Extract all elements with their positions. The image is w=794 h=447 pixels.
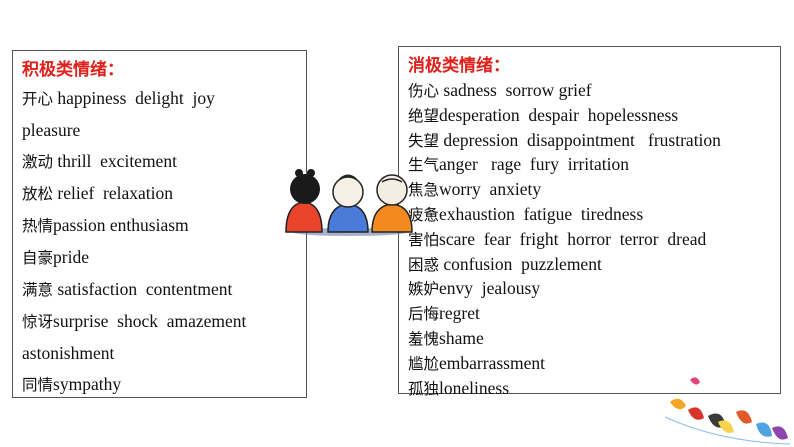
negative-emotion-line: 嫉妒envy jealousy: [408, 277, 780, 302]
negative-emotion-line: 害怕scare fear fright horror terror dread: [408, 228, 780, 253]
english-terms: loneliness: [439, 377, 510, 398]
chinese-term: 开心: [22, 90, 54, 108]
english-terms: confusion puzzlement: [439, 253, 602, 274]
positive-emotion-line: 自豪pride: [22, 242, 306, 274]
english-terms: shame: [439, 327, 484, 348]
chinese-term: 伤心: [408, 82, 440, 100]
english-terms: passion enthusiasm: [53, 215, 189, 235]
english-terms: thrill excitement: [53, 151, 177, 171]
english-terms: regret: [439, 303, 480, 324]
english-terms: worry anxiety: [439, 179, 542, 200]
english-terms: depression disappointment frustration: [439, 129, 721, 150]
positive-emotion-line: 满意 satisfaction contentment: [22, 274, 306, 306]
negative-emotion-line: 困惑 confusion puzzlement: [408, 253, 780, 278]
chinese-term: 失望: [408, 131, 440, 150]
negative-emotion-line: 伤心 sadness sorrow grief: [408, 79, 780, 104]
english-terms: satisfaction contentment: [53, 279, 233, 299]
chinese-term: 放松: [22, 185, 54, 203]
english-terms: happiness delight joy: [53, 88, 215, 108]
positive-heading: 积极类情绪：: [22, 60, 124, 80]
negative-emotion-line: 绝望desperation despair hopelessness: [408, 104, 780, 129]
negative-emotion-line: 尴尬embarrassment: [408, 352, 780, 377]
chinese-term: 焦急: [408, 181, 440, 200]
chinese-term: 惊讶: [22, 313, 54, 331]
english-terms: anger rage fury irritation: [439, 154, 630, 175]
english-terms: scare fear fright horror terror dread: [439, 228, 707, 249]
english-terms: astonishment: [22, 343, 115, 363]
positive-emotions-panel: 积极类情绪： 开心 happiness delight joy pleasure 激…: [12, 50, 307, 398]
chinese-term: 热情: [22, 217, 54, 235]
english-terms: sadness sorrow grief: [439, 80, 592, 100]
negative-emotion-line: 疲惫exhaustion fatigue tiredness: [408, 203, 780, 228]
positive-emotion-line: pleasure: [22, 115, 306, 146]
chinese-term: 困惑: [408, 255, 440, 274]
chinese-term: 孤独: [408, 379, 440, 398]
positive-emotion-line: 惊讶surprise shock amazement: [22, 306, 306, 338]
english-terms: surprise shock amazement: [53, 311, 247, 331]
english-terms: sympathy: [53, 374, 122, 394]
positive-list: 开心 happiness delight joy pleasure 激动 thril…: [22, 83, 306, 401]
negative-heading: 消极类情绪：: [408, 56, 510, 76]
negative-emotion-line: 失望 depression disappointment frustration: [408, 129, 780, 154]
positive-emotion-line: 开心 happiness delight joy: [22, 83, 306, 115]
chinese-term: 满意: [22, 281, 54, 299]
negative-emotion-line: 生气anger rage fury irritation: [408, 153, 780, 178]
english-terms: pleasure: [22, 120, 81, 140]
chinese-term: 尴尬: [408, 354, 440, 373]
chinese-term: 羞愧: [408, 329, 440, 348]
positive-emotion-line: 激动 thrill excitement: [22, 146, 306, 178]
chinese-term: 嫉妒: [408, 280, 440, 299]
positive-emotion-line: 热情passion enthusiasm: [22, 210, 306, 242]
chinese-term: 激动: [22, 153, 54, 171]
negative-emotion-line: 羞愧shame: [408, 327, 780, 352]
chinese-term: 生气: [408, 156, 440, 175]
english-terms: embarrassment: [439, 352, 545, 373]
chinese-term: 同情: [22, 376, 54, 394]
chinese-term: 疲惫: [408, 205, 440, 224]
three-children-icon: [285, 169, 413, 236]
butterflies-icon: [664, 377, 791, 445]
positive-emotion-line: 同情sympathy: [22, 369, 306, 401]
english-terms: relief relaxation: [53, 183, 174, 203]
negative-emotion-line: 后悔regret: [408, 302, 780, 327]
positive-emotion-line: 放松 relief relaxation: [22, 178, 306, 210]
english-terms: exhaustion fatigue tiredness: [439, 203, 644, 224]
english-terms: pride: [53, 247, 89, 267]
chinese-term: 害怕: [408, 230, 440, 249]
chinese-term: 绝望: [408, 106, 440, 125]
english-terms: desperation despair hopelessness: [439, 104, 679, 125]
chinese-term: 后悔: [408, 305, 440, 324]
chinese-term: 自豪: [22, 249, 54, 267]
english-terms: envy jealousy: [439, 278, 541, 299]
negative-emotion-line: 孤独loneliness: [408, 377, 780, 402]
negative-emotion-line: 焦急worry anxiety: [408, 178, 780, 203]
positive-emotion-line: astonishment: [22, 338, 306, 369]
